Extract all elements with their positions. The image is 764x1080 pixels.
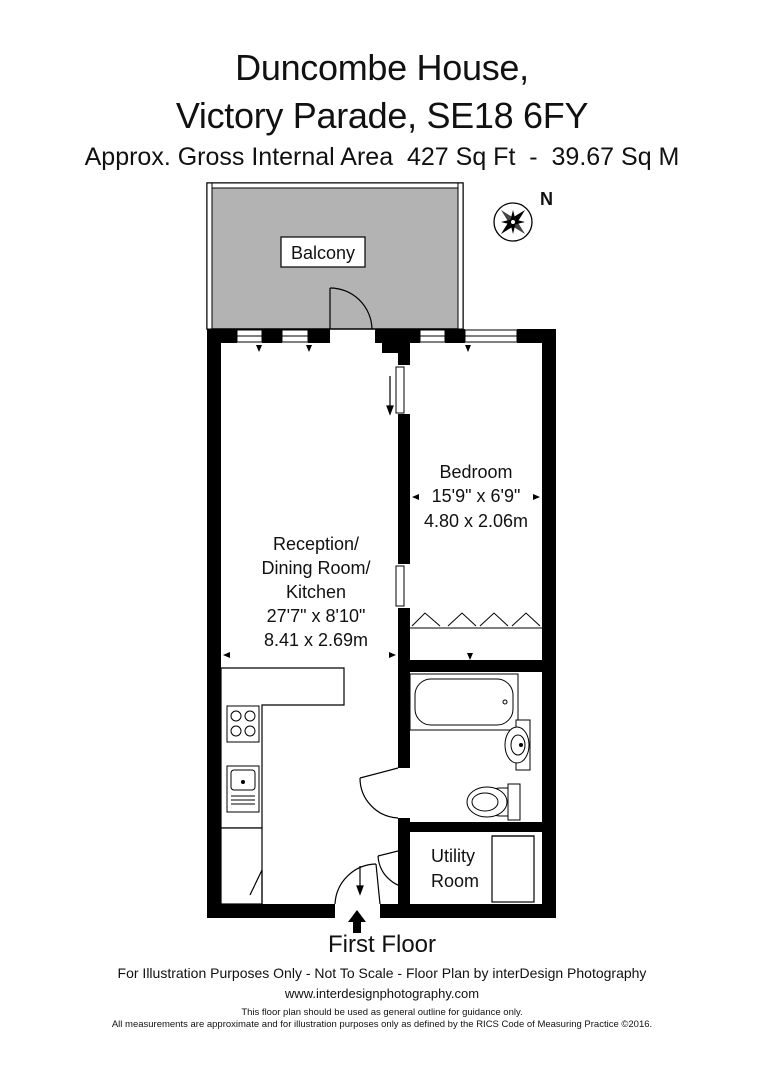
wardrobe <box>410 612 542 629</box>
utility-room <box>491 835 535 903</box>
compass-north-label: N <box>540 189 553 209</box>
balcony-area: Balcony <box>206 182 464 330</box>
reception-name-line1: Reception/ <box>273 534 359 554</box>
utility-name-line1: Utility <box>431 846 475 866</box>
utility-door <box>377 847 411 889</box>
title-line-1: Duncombe House, <box>235 47 529 88</box>
balcony-label: Balcony <box>291 243 355 263</box>
top-windows <box>236 329 518 343</box>
entrance-door <box>334 863 381 905</box>
compass-icon <box>493 202 533 242</box>
bedroom-metric: 4.80 x 2.06m <box>424 511 528 531</box>
website-link[interactable]: www.interdesignphotography.com <box>284 986 480 1001</box>
balcony-door <box>329 287 373 330</box>
bedroom-name: Bedroom <box>439 462 512 482</box>
bedroom-dimension-arrows <box>412 494 540 660</box>
bedroom-imperial: 15'9" x 6'9" <box>432 486 521 506</box>
bathtub-icon <box>409 673 519 731</box>
reception-name-line2: Dining Room/ <box>261 558 370 578</box>
entrance-arrow-icon <box>348 910 366 933</box>
washbasin-icon <box>504 719 531 771</box>
reception-name-line3: Kitchen <box>286 582 346 602</box>
title-line-2: Victory Parade, SE18 6FY <box>175 95 589 136</box>
hob-icon <box>226 705 260 743</box>
window-markers <box>256 345 471 352</box>
sink-icon <box>226 765 260 813</box>
measurement-note: All measurements are approximate and for… <box>111 1019 653 1030</box>
reception-dimension-arrows <box>223 652 396 658</box>
sliding-doors <box>395 366 405 607</box>
reception-imperial: 27'7" x 8'10" <box>267 606 366 626</box>
utility-name-line2: Room <box>431 871 479 891</box>
storage-cupboard <box>220 827 263 905</box>
disclaimer: For Illustration Purposes Only - Not To … <box>117 965 647 981</box>
sliding-door-arrow <box>386 376 394 416</box>
outer-walls <box>207 329 556 918</box>
gross-internal-area: Approx. Gross Internal Area 427 Sq Ft - … <box>84 143 680 171</box>
guidance-note: This floor plan should be used as genera… <box>241 1007 523 1018</box>
floor-label: First Floor <box>328 931 436 958</box>
bathroom-door <box>359 767 399 819</box>
reception-metric: 8.41 x 2.69m <box>264 630 368 650</box>
toilet-icon <box>466 783 521 821</box>
internal-walls <box>382 343 542 904</box>
